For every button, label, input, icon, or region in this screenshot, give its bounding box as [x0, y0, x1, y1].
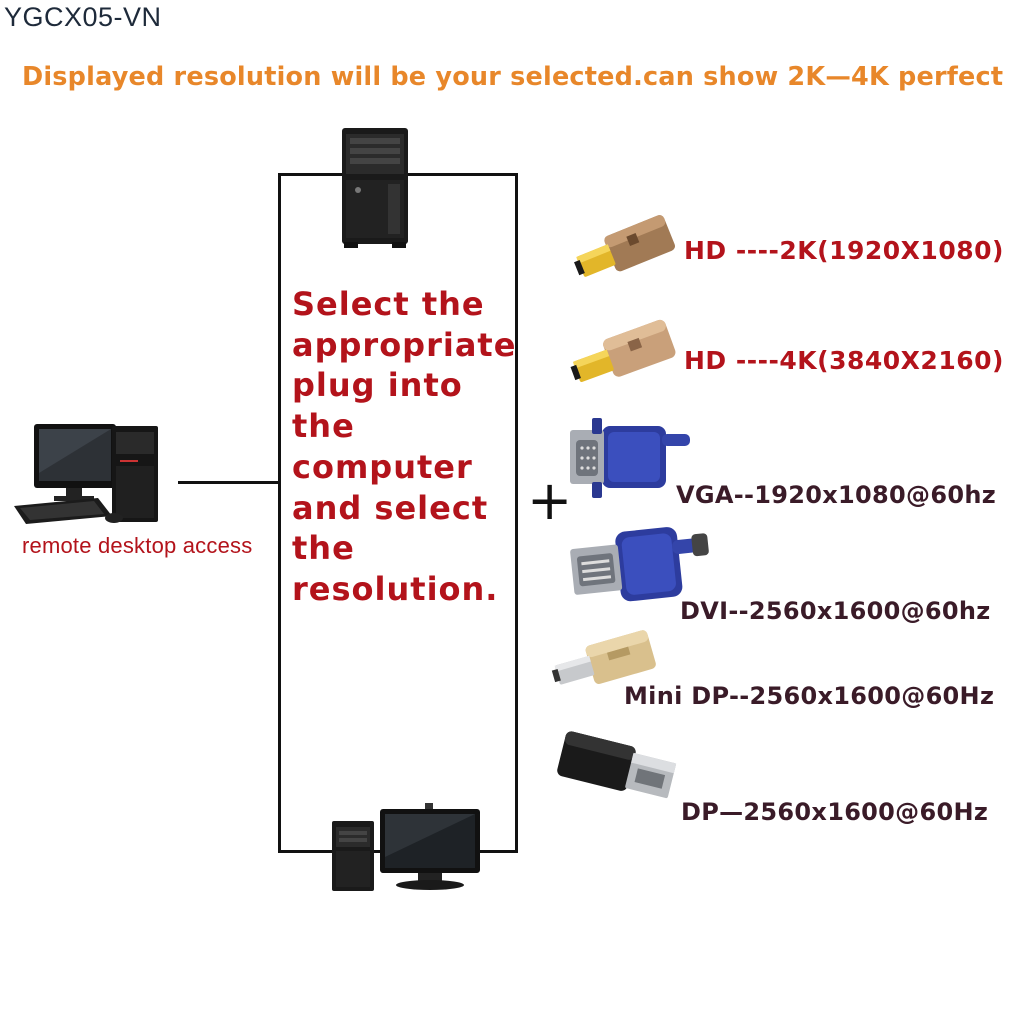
headline: Displayed resolution will be your select… [22, 62, 1004, 92]
dp-label: DP—2560x1600@60Hz [681, 798, 989, 826]
dvi-label: DVI--2560x1600@60hz [680, 597, 991, 625]
vga-label: VGA--1920x1080@60hz [676, 481, 996, 509]
dvi-plug-icon [570, 527, 709, 602]
connection-line [178, 481, 279, 484]
mini-displayport-plug-icon [551, 630, 656, 685]
instruction-text: Select the appropriate plug into the com… [292, 285, 517, 608]
displayport-plug-icon [557, 731, 677, 799]
tower-pc-icon [342, 128, 408, 248]
hdmi-2k-label: HD ----2K(1920X1080) [684, 236, 1004, 265]
remote-desktop-label: remote desktop access [22, 533, 253, 558]
remote-desktop-computer-icon [14, 424, 158, 524]
hdmi-4k-label: HD ----4K(3840X2160) [684, 346, 1004, 375]
pc-with-monitor-icon [332, 803, 480, 891]
mini-dp-label: Mini DP--2560x1600@60Hz [624, 682, 995, 710]
hdmi-gold-plug-icon [570, 319, 676, 382]
hdmi-gold-plug-icon [574, 215, 675, 277]
model-code: YGCX05-VN [4, 2, 162, 32]
plus-sign: + [527, 469, 573, 532]
vga-plug-icon [570, 418, 690, 498]
